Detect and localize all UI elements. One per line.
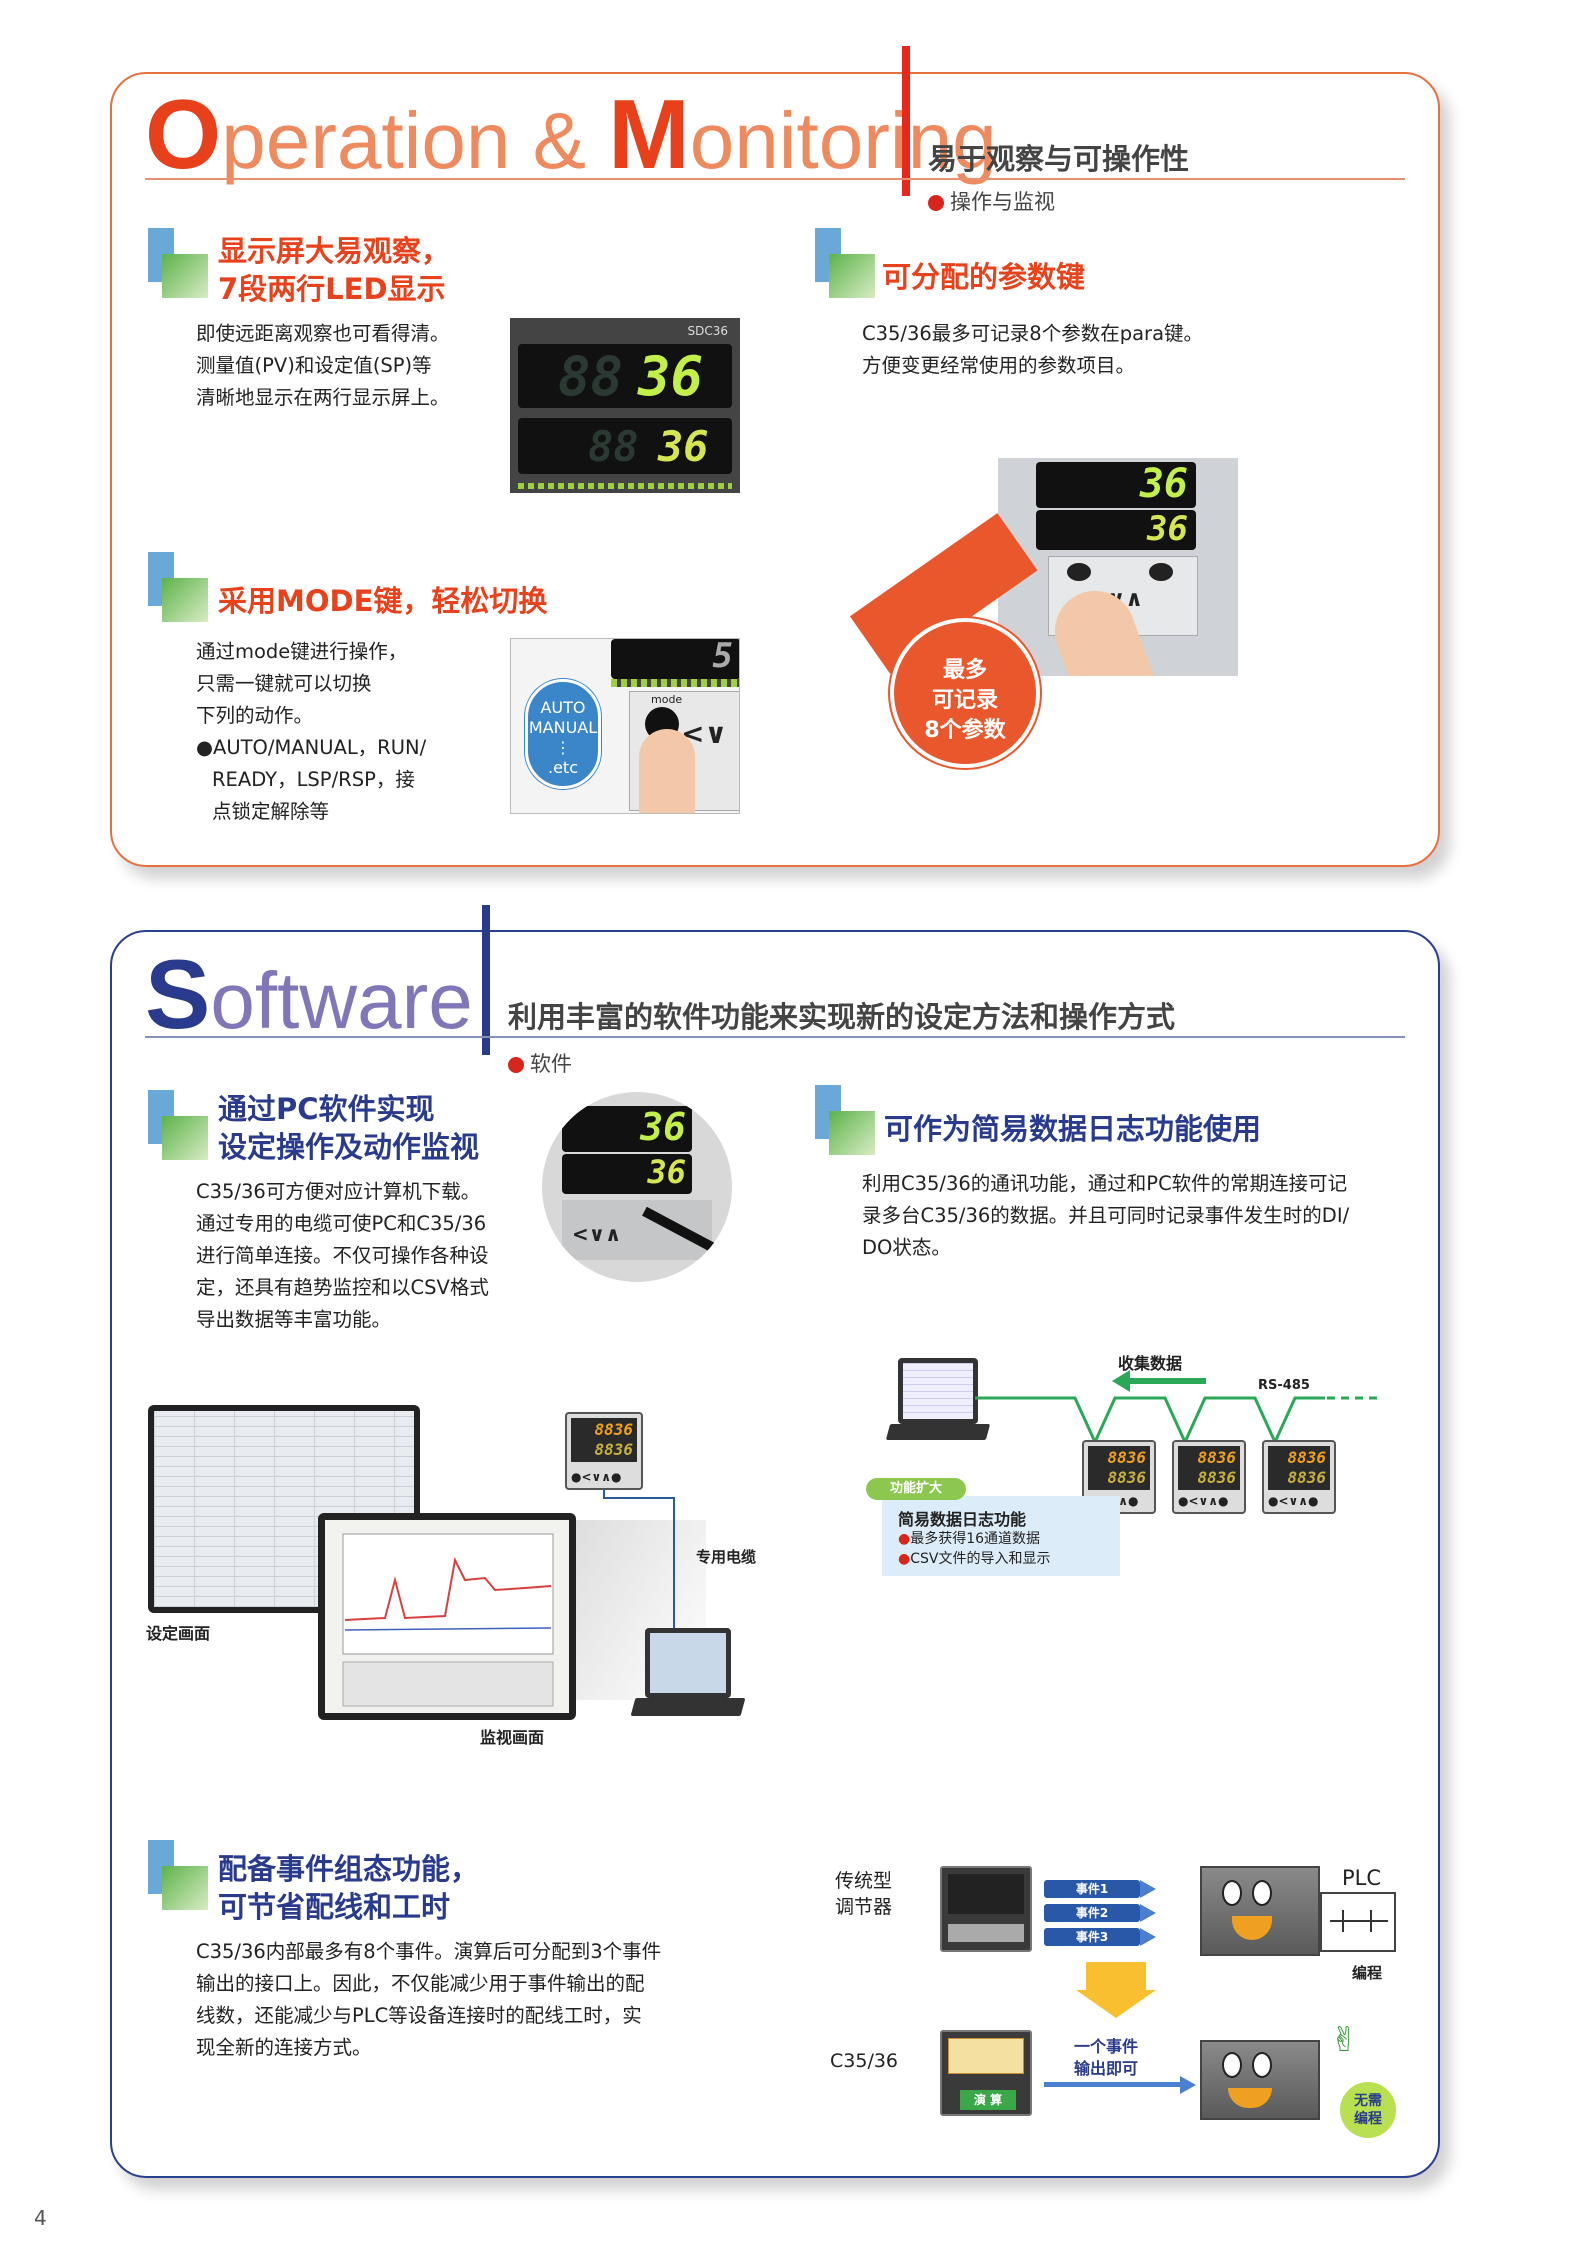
- title-underline: [145, 178, 1405, 180]
- laptop-icon: [898, 1358, 978, 1424]
- no-programming-badge: 无需编程: [1340, 2082, 1396, 2138]
- led-display-text: 即使远距离观察也可看得清。测量值(PV)和设定值(SP)等清晰地显示在两行显示屏…: [196, 322, 450, 409]
- data-log-box: [882, 1496, 1120, 1576]
- ladder-diagram-icon: [1320, 1892, 1396, 1952]
- event-1-arrow: 事件1: [1044, 1880, 1140, 1898]
- trend-graph: [325, 1520, 569, 1713]
- traditional-controller-label: 传统型调节器: [835, 1870, 893, 1918]
- pc-software-heading: 通过PC软件实现设定操作及动作监视: [218, 1092, 480, 1164]
- laptop-icon: [645, 1628, 731, 1698]
- green-square-icon: [148, 1090, 208, 1160]
- data-logger-text: 利用C35/36的通讯功能，通过和PC软件的常期连接可记录多台C35/36的数据…: [862, 1172, 1350, 1259]
- setting-screen-label: 设定画面: [146, 1624, 211, 1643]
- data-log-title: 简易数据日志功能: [898, 1510, 1027, 1529]
- monitor-screen: [318, 1513, 576, 1720]
- green-square-icon: [148, 228, 208, 298]
- software-tag: 软件: [508, 1048, 572, 1078]
- event-2-arrow: 事件2: [1044, 1904, 1140, 1922]
- programming-label: 编程: [1352, 1964, 1383, 1982]
- green-square-icon: [815, 1085, 875, 1155]
- operation-subtitle: 易于观察与可操作性: [928, 142, 1190, 176]
- victory-hand-icon: ✌: [1330, 2020, 1359, 2060]
- page-number: 4: [34, 2206, 47, 2230]
- operation-monitoring-title: Operation & Monitoring: [145, 79, 997, 189]
- rs485-label: RS-485: [1258, 1378, 1310, 1393]
- cable-connection-photo: 36 36 <∨∧: [542, 1092, 732, 1282]
- mode-key-text: 通过mode键进行操作，只需一键就可以切换下列的动作。: [196, 640, 408, 727]
- collect-data-label: 收集数据: [1118, 1354, 1183, 1373]
- led-display-photo: SDC36 88 36 88 36: [510, 318, 740, 493]
- led-display-heading: 显示屏大易观察，7段两行LED显示: [218, 234, 451, 306]
- plc-icon: [1200, 2040, 1320, 2120]
- mode-key-heading: 采用MODE键，轻松切换: [218, 584, 548, 618]
- software-subtitle: 利用丰富的软件功能来实现新的设定方法和操作方式: [508, 1000, 1176, 1034]
- software-title: Software: [145, 939, 473, 1049]
- pv-display: 88 36: [518, 344, 732, 408]
- c3536-label: C35/36: [830, 2050, 899, 2072]
- title-underline: [145, 1036, 1405, 1038]
- operation-tag: 操作与监视: [928, 186, 1055, 216]
- pv-value: 36: [638, 345, 704, 408]
- plc-icon: [1200, 1866, 1320, 1956]
- c3536-controller-icon: 演 算: [940, 2030, 1032, 2116]
- sp-display: 88 36: [518, 418, 732, 474]
- cable-label: 专用电缆: [696, 1548, 757, 1566]
- green-square-icon: [815, 228, 875, 298]
- traditional-controller-icon: [940, 1866, 1032, 1952]
- red-dot-icon: [928, 195, 944, 211]
- collect-arrow-icon: [1126, 1378, 1206, 1384]
- finger-icon: [639, 729, 695, 813]
- param-key-text: C35/36最多可记录8个参数在para键。方便变更经常使用的参数项目。: [862, 322, 1204, 377]
- title-divider: [902, 46, 910, 196]
- cable-line: [603, 1490, 675, 1650]
- red-dot-icon: [508, 1057, 524, 1073]
- setting-screen: [148, 1405, 420, 1613]
- down-arrow-icon: [1086, 1962, 1146, 1990]
- sp-value: 36: [658, 422, 709, 471]
- event-config-text: C35/36内部最多有8个事件。演算后可分配到3个事件输出的接口上。因此，不仅能…: [196, 1940, 662, 2059]
- green-square-icon: [148, 1840, 208, 1910]
- calc-label: 演 算: [960, 2090, 1016, 2110]
- event-config-heading: 配备事件组态功能，可节省配线和工时: [218, 1852, 480, 1924]
- one-event-label: 一个事件输出即可: [1074, 2037, 1139, 2078]
- plc-label: PLC: [1342, 1866, 1382, 1890]
- green-square-icon: [148, 552, 208, 622]
- model-label: SDC36: [687, 324, 728, 338]
- mode-key-bullet: ●AUTO/MANUAL，RUN/READY，LSP/RSP，接点锁定解除等: [196, 736, 427, 823]
- event-3-arrow: 事件3: [1044, 1928, 1140, 1946]
- monitor-screen-label: 监视画面: [480, 1728, 545, 1747]
- title-divider: [482, 905, 490, 1055]
- param-key-heading: 可分配的参数键: [882, 260, 1086, 294]
- feature-expand-badge: 功能扩大: [866, 1478, 966, 1500]
- data-logger-heading: 可作为简易数据日志功能使用: [884, 1112, 1262, 1146]
- param-key-photo: 36 36 <∨∧: [998, 458, 1238, 676]
